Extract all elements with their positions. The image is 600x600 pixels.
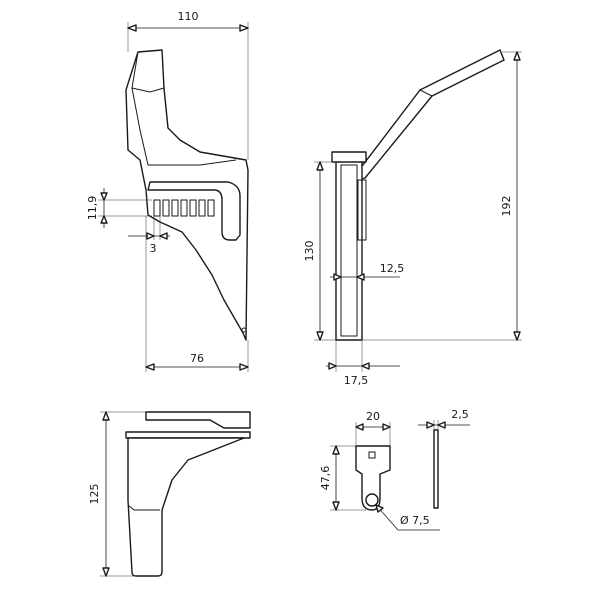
- slot: [207, 199, 215, 217]
- dim-label-3: 3: [150, 242, 157, 255]
- bottom-view-leg-edge: [127, 504, 160, 511]
- slot: [189, 199, 197, 217]
- slot: [171, 199, 179, 217]
- bottom-view-flange: [125, 431, 251, 439]
- dim-label-125: 125: [88, 484, 101, 505]
- dim-label-2-5: 2,5: [451, 408, 469, 421]
- key-side-profile: [433, 429, 439, 509]
- key-notch-icon: [368, 451, 376, 459]
- dim-label-110: 110: [178, 10, 199, 23]
- side-view: 110 11,9 3 76: [86, 10, 249, 372]
- side-view-grip: [131, 51, 165, 93]
- key-view: 20 47,6 Ø 7,5 2,5: [319, 408, 470, 531]
- dim-label-17-5: 17,5: [344, 374, 369, 387]
- dim-label-11-9: 11,9: [86, 196, 99, 221]
- dim-label-20: 20: [366, 410, 380, 423]
- slot: [162, 199, 170, 217]
- front-view: 192 130 12,5 17,5: [303, 49, 522, 387]
- slot: [198, 199, 206, 217]
- side-view-rivet: [241, 327, 247, 333]
- front-view-lip: [331, 151, 367, 163]
- front-view-channel-inner: [340, 164, 358, 337]
- dim-label-12-5: 12,5: [380, 262, 405, 275]
- front-view-arm-edge: [419, 89, 433, 97]
- bottom-view: 125: [88, 411, 251, 577]
- slot: [153, 199, 161, 217]
- dim-label-192: 192: [500, 196, 513, 217]
- key-body: [355, 445, 391, 511]
- dim-label-7-5: Ø 7,5: [400, 514, 430, 527]
- front-view-clip: [357, 179, 367, 241]
- slot: [180, 199, 188, 217]
- side-view-slots: [153, 199, 215, 217]
- bottom-view-top-plate: [145, 411, 251, 429]
- dim-label-130: 130: [303, 241, 316, 262]
- front-view-arm: [349, 49, 505, 183]
- side-view-inner-curve: [131, 87, 237, 166]
- key-hole: [365, 493, 379, 507]
- dim-label-76: 76: [190, 352, 204, 365]
- side-view-body: [125, 49, 249, 341]
- bottom-view-leg: [127, 437, 245, 577]
- dim-label-47-6: 47,6: [319, 466, 332, 491]
- side-view-tongue: [147, 181, 241, 241]
